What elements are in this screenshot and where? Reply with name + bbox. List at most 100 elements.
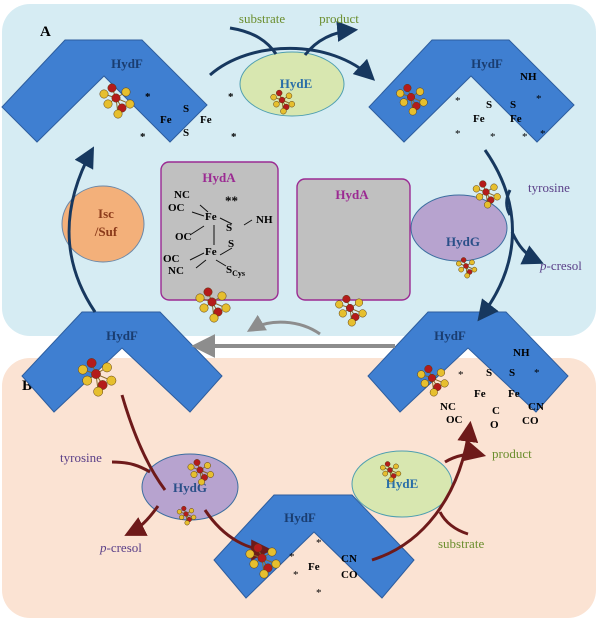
- chem-star: *: [231, 131, 237, 143]
- sulfur-atom: [271, 559, 281, 569]
- chem-s: S: [486, 367, 492, 379]
- chem-star: *: [140, 131, 146, 143]
- chem-oc: OC: [168, 202, 185, 214]
- chem-s: S: [510, 99, 516, 111]
- cluster-bottom-center: Fe CN CO * * * *: [289, 537, 358, 599]
- chem-fe: Fe: [510, 113, 522, 125]
- sulfur-atom: [347, 318, 356, 327]
- sulfur-atom: [285, 92, 293, 99]
- label-tyrosine-top: tyrosine: [528, 180, 570, 195]
- hydf-top-right: HydF: [368, 39, 575, 143]
- chem-star: *: [316, 587, 322, 599]
- panel-b-label: B: [22, 378, 32, 394]
- iron-atom: [111, 93, 121, 103]
- chem-nc: NC: [168, 265, 184, 277]
- chem-star: *: [536, 93, 542, 105]
- iron-atom: [207, 297, 217, 307]
- iron-atom: [196, 466, 204, 474]
- sulfur-atom: [440, 379, 449, 388]
- sulfur-atom: [458, 266, 464, 273]
- iron-atom: [424, 364, 433, 374]
- sulfur-atom: [221, 303, 231, 313]
- chem-fe: Fe: [205, 211, 217, 223]
- sulfur-atom: [382, 470, 388, 477]
- hydf-label: HydF: [106, 328, 138, 343]
- arrow-left-up: [67, 146, 97, 313]
- sulfur-atom: [121, 87, 131, 97]
- label-substrate-bottom: substrate: [438, 536, 484, 551]
- arrow-right-down: [477, 149, 514, 322]
- hydf-middle-right: HydF: [367, 311, 569, 413]
- hydg-bottom-label: HydG: [173, 480, 207, 495]
- label-tyrosine-bottom: tyrosine: [60, 450, 102, 465]
- iron-atom: [403, 83, 412, 93]
- sulfur-atom: [471, 266, 478, 273]
- sulfur-atom: [103, 99, 113, 109]
- hydg-top-oval: [410, 194, 508, 262]
- sulfur-atom: [267, 547, 277, 557]
- iron-atom: [193, 459, 201, 466]
- sulfur-atom: [204, 462, 211, 469]
- arrow-b-to-hydf: [203, 509, 273, 561]
- sulfur-atom: [102, 362, 112, 373]
- isc-suf-oval: [61, 185, 145, 263]
- arrow-product-out: [303, 20, 359, 56]
- sulfur-atom: [176, 509, 182, 515]
- sulfur-atom: [198, 478, 205, 486]
- sulfur-atom: [417, 370, 426, 379]
- chem-oc: OC: [175, 231, 192, 243]
- chem-s: S: [226, 264, 232, 276]
- sulfur-atom: [270, 94, 277, 101]
- chem-star: *: [540, 128, 546, 140]
- chem-cn: CN: [341, 553, 357, 565]
- arrow-pcresol-out-a: [510, 231, 544, 265]
- chem-nh: NH: [520, 71, 537, 83]
- hyda-right-label: HydA: [335, 187, 369, 202]
- sulfur-atom: [249, 559, 259, 569]
- sulfur-atom: [179, 514, 185, 520]
- sulfur-atom: [207, 471, 214, 478]
- sulfur-atom: [396, 89, 405, 98]
- sulfur-atom: [195, 293, 205, 303]
- sulfur-atom: [188, 508, 195, 514]
- sulfur-atom: [395, 470, 402, 477]
- sulfur-atom: [280, 108, 287, 115]
- chem-fe: Fe: [200, 114, 212, 126]
- chem-s: S: [509, 367, 515, 379]
- sulfur-atom: [190, 471, 198, 478]
- hyda-cofactor: NC OC Fe ** NH S OC S Fe OC NC SCys: [163, 189, 273, 278]
- sulfur-atom: [184, 520, 190, 526]
- arrow-b-product-out: [444, 440, 487, 464]
- iron-atom: [427, 373, 437, 383]
- iron-atom: [91, 369, 101, 379]
- iron-atom: [387, 467, 393, 473]
- arrow-b-pcresol-out: [124, 505, 160, 536]
- sulfur-atom: [419, 98, 428, 107]
- chem-nh: NH: [256, 214, 273, 226]
- chem-star: *: [316, 537, 322, 549]
- label-pcresol-top: p-cresol: [539, 258, 582, 273]
- sulfur-atom: [273, 101, 280, 108]
- hyda-right-box: [296, 178, 411, 301]
- sulfur-atom: [472, 185, 481, 193]
- iron-atom: [257, 553, 267, 563]
- arrow-tyrosine-in-a: [505, 189, 512, 216]
- chem-star: *: [458, 369, 464, 381]
- chem-fe: Fe: [160, 114, 172, 126]
- iron-atom: [384, 461, 391, 467]
- sulfur-atom: [99, 89, 109, 99]
- label-cresol: -cresol: [107, 540, 143, 555]
- iron-atom: [463, 263, 469, 269]
- label-p: p: [99, 540, 107, 555]
- iron-atom: [406, 92, 416, 102]
- hyde-top-oval: [239, 51, 345, 117]
- iron-atom: [342, 294, 351, 304]
- hydf-label: HydF: [111, 56, 143, 71]
- sulfur-atom: [408, 107, 417, 116]
- sulfur-atom: [420, 379, 429, 388]
- sulfur-atom: [77, 364, 88, 375]
- iron-atom: [479, 180, 487, 188]
- hyde-bottom-oval: [351, 450, 453, 518]
- chem-star: *: [522, 131, 528, 143]
- hydf-label: HydF: [434, 328, 466, 343]
